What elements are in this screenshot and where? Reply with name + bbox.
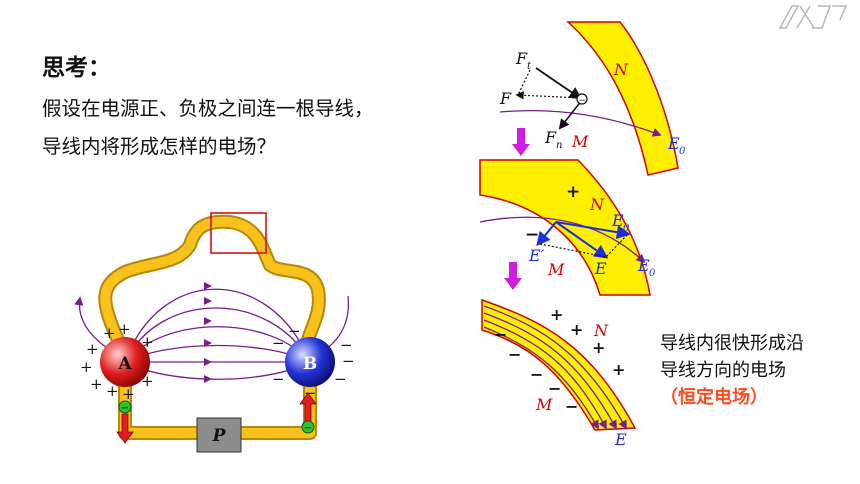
svg-text:−: − — [334, 370, 347, 388]
minus-charges-b: − − − − − − − — [272, 322, 355, 402]
svg-text:+: + — [141, 333, 154, 351]
svg-text:+: + — [141, 372, 154, 390]
stage1-diagram: − F t F F n N M E 0 — [499, 21, 686, 176]
svg-text:M: M — [535, 395, 553, 414]
pump-label: P — [212, 426, 227, 446]
svg-text:+: + — [592, 338, 605, 357]
question-text: 假设在电源正、负极之间连一根导线， 导线内将形成怎样的电场？ — [42, 90, 482, 166]
svg-text:F: F — [499, 89, 512, 108]
svg-text:+: + — [570, 320, 583, 339]
svg-text:E: E — [611, 211, 624, 230]
svg-text:+: + — [80, 358, 93, 376]
svg-text:N: N — [593, 321, 609, 340]
svg-text:−: − — [340, 336, 353, 354]
svg-text:−: − — [548, 379, 561, 398]
svg-text:0: 0 — [649, 268, 656, 279]
svg-text:N: N — [589, 195, 605, 214]
svg-text:−: − — [494, 325, 507, 344]
svg-text:+: + — [90, 375, 103, 393]
svg-text:E: E — [614, 430, 627, 449]
svg-text:F: F — [544, 128, 557, 147]
svg-text:−: − — [272, 370, 285, 388]
svg-text:M: M — [547, 260, 565, 279]
svg-text:+: + — [103, 324, 116, 342]
stage3-diagram: + + + + − − − − − N M E — [481, 298, 637, 449]
down-arrow-icon — [116, 413, 134, 444]
svg-text:N: N — [613, 60, 629, 79]
description-main: 导线内很快形成沿导线方向的电场 — [660, 333, 804, 381]
svg-text:+: + — [86, 340, 99, 358]
description-text: 导线内很快形成沿导线方向的电场 （恒定电场） — [660, 330, 820, 411]
svg-text:t: t — [527, 61, 532, 72]
svg-text:+: + — [566, 182, 580, 202]
svg-text:−: − — [578, 96, 586, 106]
svg-text:E′: E′ — [528, 246, 545, 265]
selection-box — [210, 212, 267, 254]
svg-text:−: − — [508, 345, 521, 364]
logo-icon — [778, 5, 848, 29]
electron-icon — [301, 420, 315, 434]
svg-text:F: F — [515, 49, 528, 68]
svg-text:−: − — [288, 322, 301, 340]
svg-text:+: + — [106, 382, 119, 400]
terminal-a — [100, 337, 150, 387]
svg-text:+: + — [612, 360, 625, 379]
svg-text:E: E — [594, 259, 607, 278]
conductor-strip — [566, 21, 679, 176]
slide-title: 思考： — [42, 55, 111, 81]
question-line-2: 导线内将形成怎样的电场？ — [42, 135, 277, 158]
svg-text:0: 0 — [679, 146, 686, 157]
pump-box — [196, 417, 242, 453]
question-line-1: 假设在电源正、负极之间连一根导线， — [42, 97, 374, 120]
svg-text:−: − — [342, 352, 355, 370]
svg-text:+: + — [118, 320, 131, 338]
svg-text:E: E — [667, 134, 680, 153]
step-arrow-icon — [504, 262, 522, 290]
svg-text:−: − — [525, 225, 539, 245]
terminal-b — [285, 337, 335, 387]
terminal-b-label: B — [303, 354, 317, 374]
svg-text:−: − — [304, 423, 312, 434]
svg-text:0: 0 — [623, 223, 630, 234]
svg-text:−: − — [121, 403, 129, 414]
svg-text:E: E — [637, 256, 650, 275]
electron-icon — [118, 400, 132, 414]
circuit-diagram: A B + + + + + + + + + − − − − − − − P — [74, 212, 355, 453]
svg-text:+: + — [550, 305, 563, 324]
up-arrow-icon — [299, 392, 317, 423]
step-arrow-icon — [512, 128, 530, 156]
terminal-a-label: A — [117, 354, 132, 374]
svg-text:M: M — [571, 132, 589, 151]
description-highlight: （恒定电场） — [660, 387, 768, 408]
svg-text:−: − — [530, 365, 543, 384]
svg-text:n: n — [556, 140, 562, 151]
svg-text:−: − — [272, 334, 285, 352]
plus-charges-a: + + + + + + + + + — [80, 320, 154, 403]
svg-text:−: − — [565, 397, 578, 416]
stage2-diagram: + − N M E 0 E′ E E 0 — [479, 159, 656, 296]
svg-text:+: + — [122, 385, 135, 403]
